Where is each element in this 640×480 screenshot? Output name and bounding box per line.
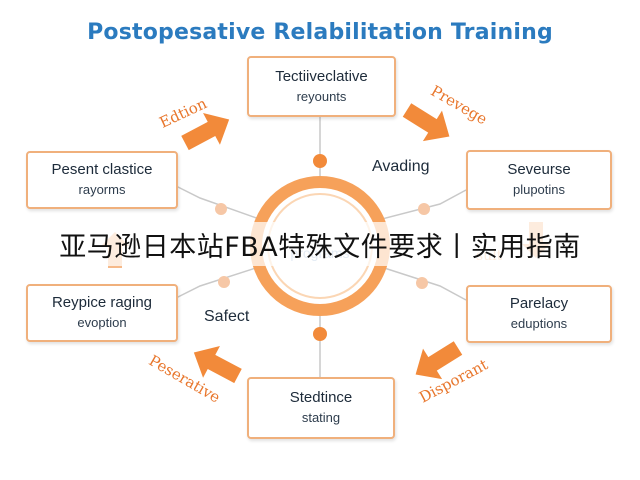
dot-top-right bbox=[418, 203, 430, 215]
connector-top-left bbox=[171, 183, 263, 221]
side-label-upper: Avading bbox=[372, 158, 430, 175]
dot-bottom-right bbox=[416, 277, 428, 289]
node-right-lower: Parelacy eduptions bbox=[466, 285, 612, 343]
node-left-lower: Reypice raging evoption bbox=[26, 284, 178, 342]
overlay-banner-text: 亚马逊日本站FBA特殊文件要求丨实用指南 bbox=[59, 231, 581, 263]
node-left-upper: Pesent clastice rayorms bbox=[26, 151, 178, 209]
node-right-upper-heading: Seveurse bbox=[507, 161, 571, 178]
node-right-lower-heading: Parelacy bbox=[509, 295, 569, 312]
dot-bottom bbox=[313, 327, 327, 341]
overlay-banner: 亚马逊日本站FBA特殊文件要求丨实用指南 bbox=[0, 222, 640, 266]
node-left-lower-heading: Reypice raging bbox=[51, 294, 153, 311]
connector-bottom-left bbox=[171, 265, 263, 301]
diagram-title: Postopesative Relabilitation Training bbox=[87, 20, 553, 45]
node-left-upper-heading: Pesent clastice bbox=[51, 161, 153, 178]
node-right-lower-subtext: eduptions bbox=[510, 316, 568, 331]
arrow-bottom-right-icon bbox=[415, 341, 463, 380]
side-label-lower: Safect bbox=[204, 308, 250, 325]
connector-top-right bbox=[377, 189, 467, 221]
arrow-top-right-icon bbox=[402, 103, 450, 142]
node-right-upper-subtext: plupotins bbox=[512, 182, 566, 197]
dot-top bbox=[313, 154, 327, 168]
node-top-subtext: reyounts bbox=[296, 88, 347, 104]
arrow-top-left-icon bbox=[181, 113, 230, 151]
node-bottom-heading: Stedtince bbox=[289, 389, 353, 406]
node-top: Tectiiveclative reyounts bbox=[247, 56, 396, 117]
dot-bottom-left bbox=[218, 276, 230, 288]
node-top-heading: Tectiiveclative bbox=[275, 67, 368, 85]
node-bottom: Stedtince stating bbox=[247, 377, 395, 439]
node-bottom-subtext: stating bbox=[301, 410, 341, 425]
connector-dots bbox=[215, 154, 430, 341]
arrow-bottom-left-icon bbox=[193, 346, 242, 384]
node-left-upper-subtext: rayorms bbox=[78, 182, 126, 197]
connector-bottom-right bbox=[377, 265, 467, 301]
node-left-lower-subtext: evoption bbox=[77, 315, 127, 330]
dot-top-left bbox=[215, 203, 227, 215]
node-right-upper: Seveurse plupotins bbox=[466, 150, 612, 210]
